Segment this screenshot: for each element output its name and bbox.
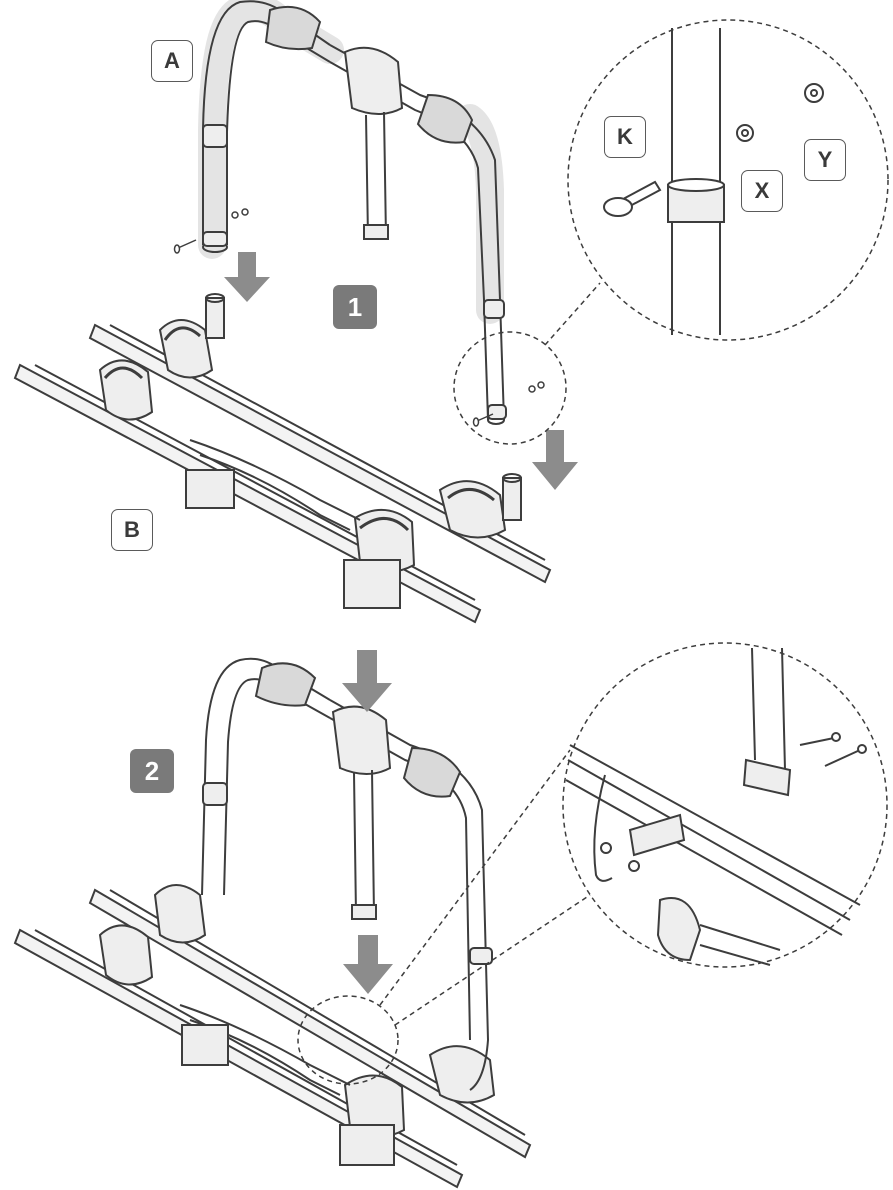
frame-on-carrier-drawing xyxy=(13,657,532,1189)
frame-a-drawing xyxy=(198,0,507,425)
dashed-callout-icon xyxy=(453,19,889,445)
step-2-badge: 2 xyxy=(130,749,174,793)
carrier-label: B xyxy=(111,509,153,551)
dashed-callout-icon xyxy=(297,642,888,1085)
step-1-badge: 1 xyxy=(333,285,377,329)
nut-label: Y xyxy=(804,139,846,181)
down-arrow-icon xyxy=(224,252,578,490)
bolt-hardware-1 xyxy=(173,208,545,427)
washer-label: X xyxy=(741,170,783,212)
callout-2-detail xyxy=(565,647,867,966)
bolt-label: K xyxy=(604,116,646,158)
carrier-b-drawing xyxy=(13,293,552,624)
callout-1-detail xyxy=(603,28,824,335)
frame-label: A xyxy=(151,40,193,82)
down-arrow-icon xyxy=(342,650,393,994)
